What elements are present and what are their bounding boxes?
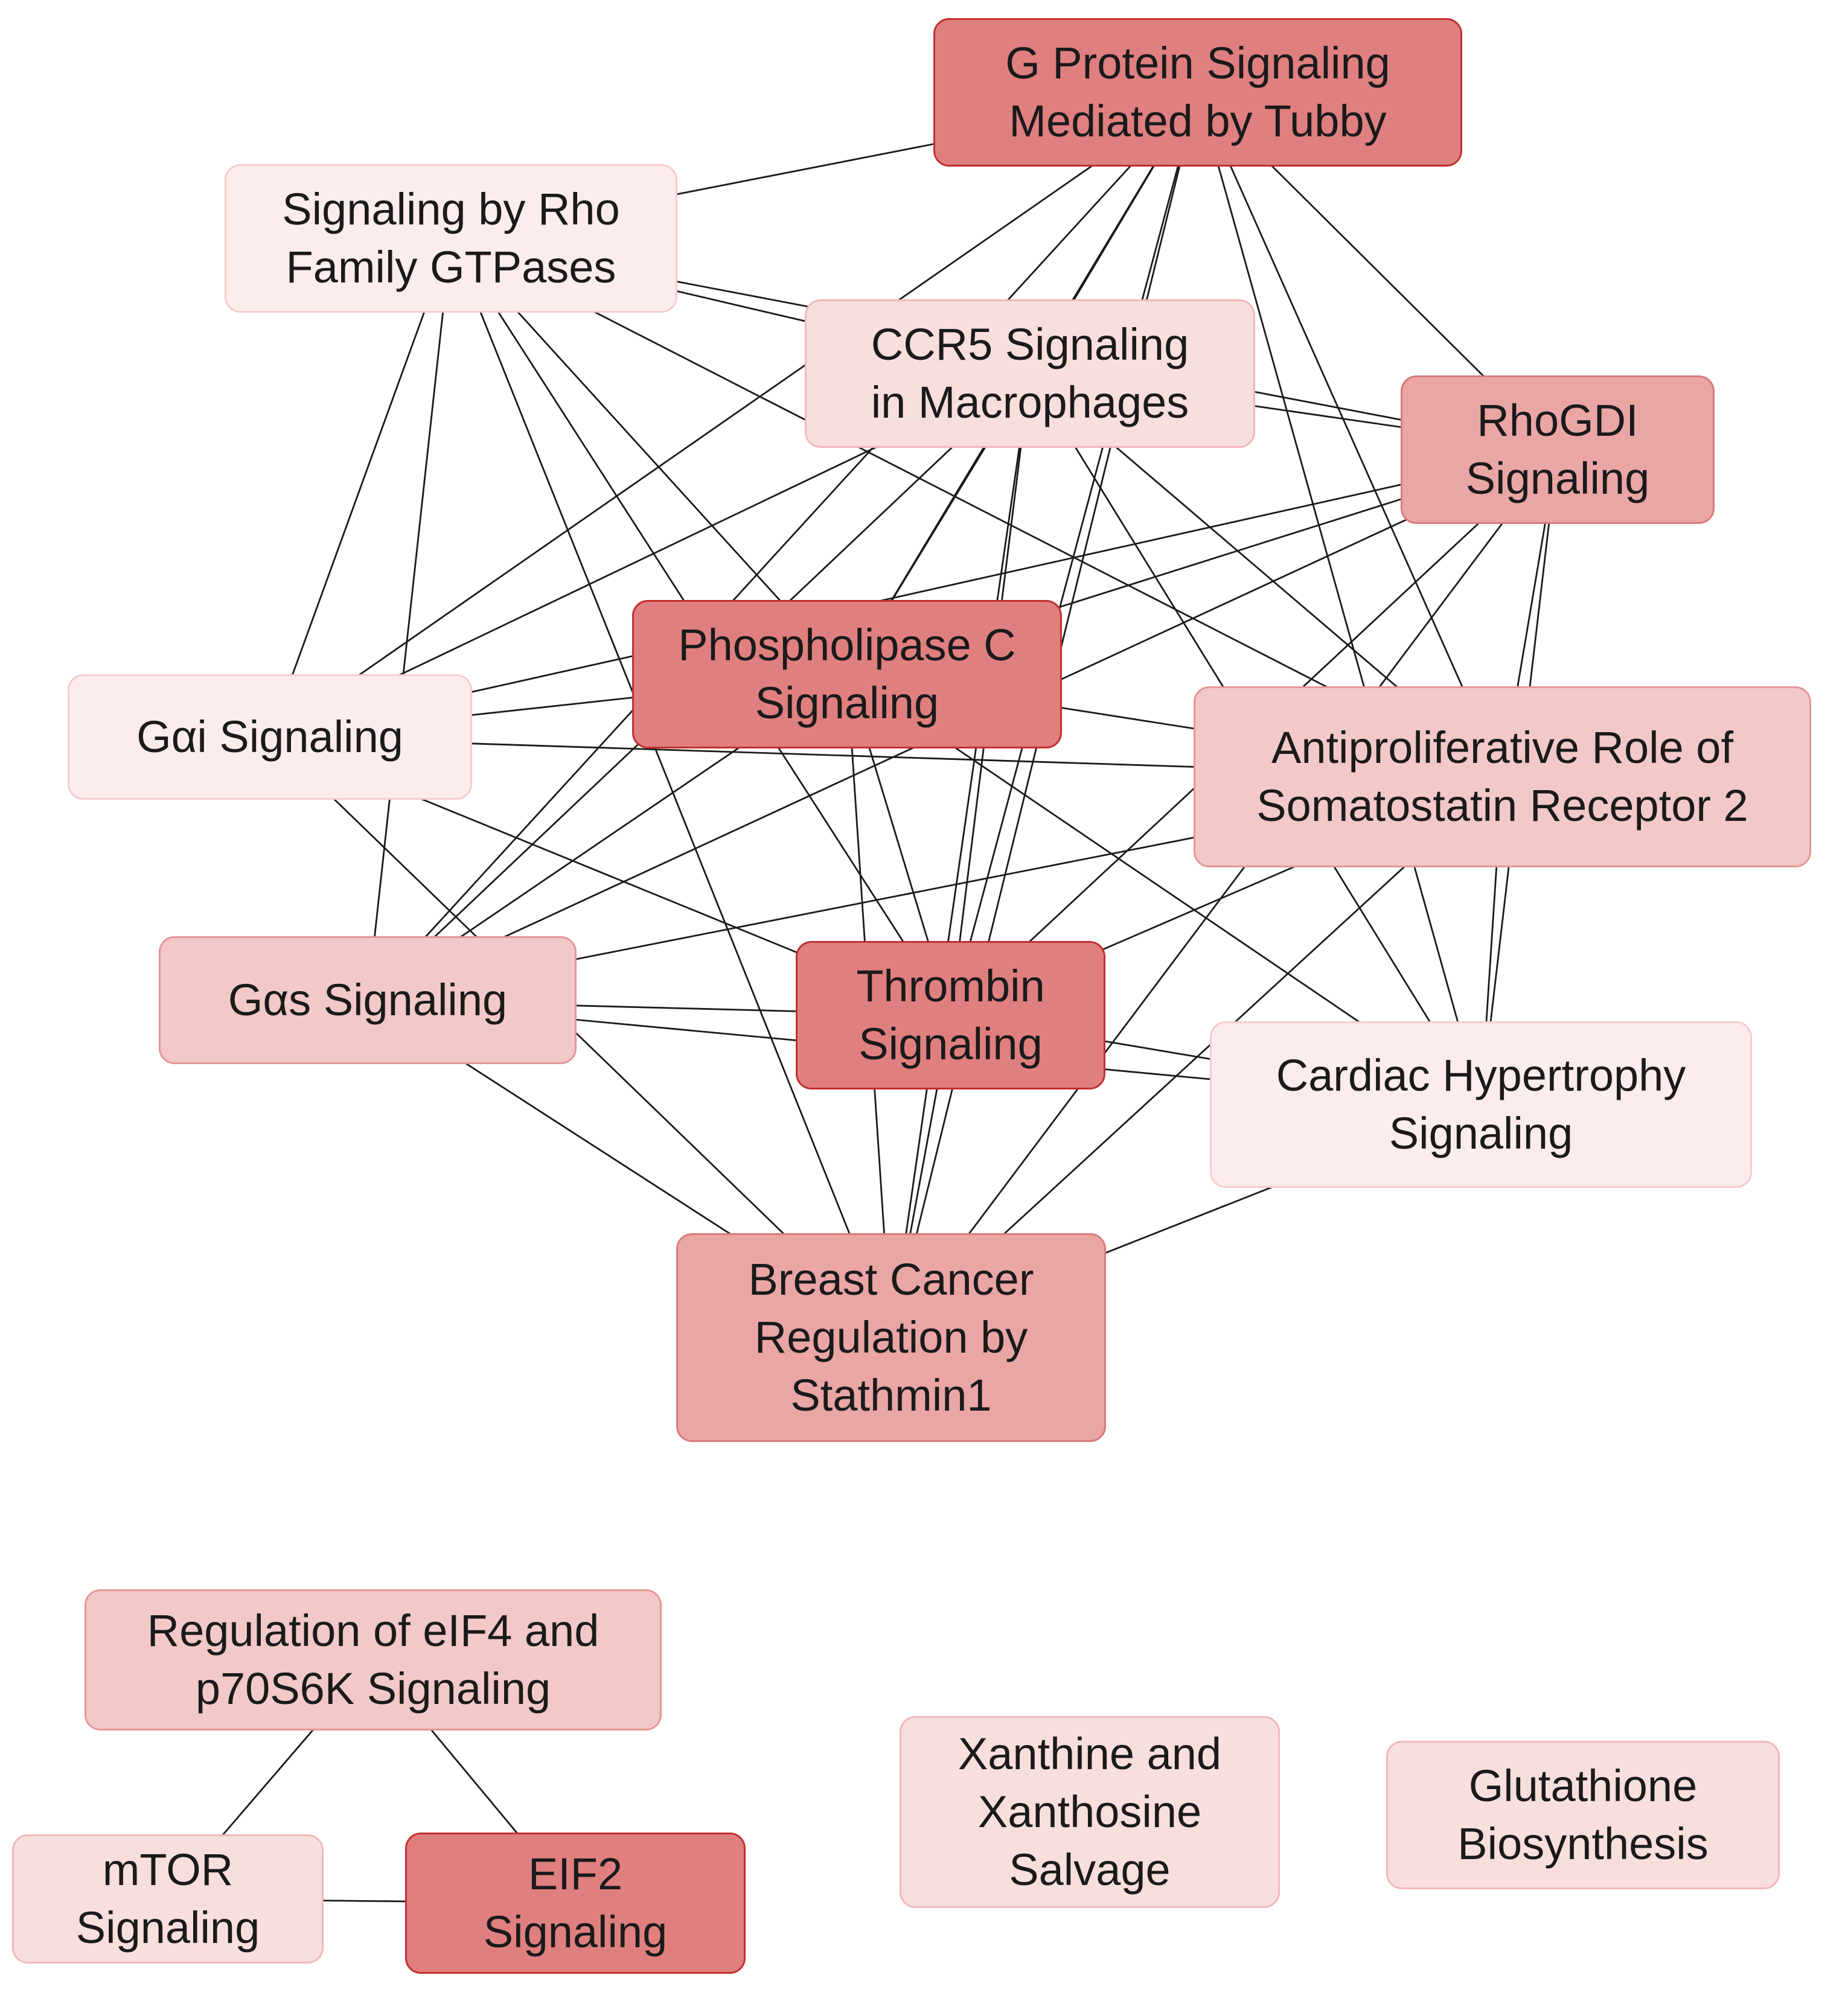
- node-label-ccr5: CCR5 Signaling in Macrophages: [871, 319, 1189, 427]
- node-gai: Gαi Signaling: [68, 674, 472, 800]
- node-label-tubby: G Protein Signaling Mediated by Tubby: [1005, 38, 1390, 146]
- node-label-breast: Breast Cancer Regulation by Stathmin1: [748, 1254, 1034, 1420]
- node-xanthine: Xanthine and Xanthosine Salvage: [900, 1716, 1280, 1908]
- node-label-cardiac: Cardiac Hypertrophy Signaling: [1276, 1050, 1686, 1158]
- node-eif4: Regulation of eIF4 and p70S6K Signaling: [85, 1589, 662, 1731]
- edge-rho-gas: [366, 238, 452, 1001]
- node-label-glutathione: Glutathione Biosynthesis: [1457, 1761, 1709, 1869]
- node-label-mtor: mTOR Signaling: [75, 1845, 260, 1953]
- node-label-thrombin: Thrombin Signaling: [856, 961, 1045, 1069]
- node-label-eif4: Regulation of eIF4 and p70S6K Signaling: [147, 1606, 599, 1714]
- edge-tubby-antiprolif: [1197, 92, 1503, 777]
- edge-tubby-thrombin: [950, 92, 1199, 1016]
- node-label-rho: Signaling by Rho Family GTPases: [282, 184, 620, 292]
- node-tubby: G Protein Signaling Mediated by Tubby: [933, 18, 1462, 167]
- node-thrombin: Thrombin Signaling: [796, 941, 1105, 1090]
- node-cardiac: Cardiac Hypertrophy Signaling: [1210, 1021, 1752, 1188]
- node-label-eif2: EIF2 Signaling: [483, 1849, 668, 1957]
- node-label-gas: Gαs Signaling: [228, 975, 508, 1025]
- edge-ccr5-breast: [890, 373, 1031, 1338]
- node-ccr5: CCR5 Signaling in Macrophages: [805, 299, 1255, 448]
- edge-tubby-gai: [269, 91, 1198, 738]
- node-glutathione: Glutathione Biosynthesis: [1386, 1741, 1780, 1889]
- edge-rhogdi-breast: [890, 449, 1559, 1338]
- node-plc: Phospholipase C Signaling: [632, 600, 1062, 748]
- node-rhogdi: RhoGDI Signaling: [1401, 375, 1715, 524]
- node-breast: Breast Cancer Regulation by Stathmin1: [676, 1233, 1106, 1442]
- edge-rhogdi-gai: [269, 448, 1558, 738]
- node-label-xanthine: Xanthine and Xanthosine Salvage: [958, 1729, 1222, 1895]
- node-eif2: EIF2 Signaling: [405, 1833, 746, 1974]
- edge-tubby-cardiac: [1197, 92, 1482, 1105]
- node-gas: Gαs Signaling: [159, 936, 577, 1064]
- node-label-gai: Gαi Signaling: [136, 712, 403, 762]
- edge-rho-breast: [450, 238, 892, 1338]
- node-label-antiprolif: Antiproliferative Role of Somatostatin R…: [1256, 723, 1748, 831]
- edge-tubby-gas: [366, 92, 1199, 1001]
- node-label-plc: Phospholipase C Signaling: [678, 620, 1016, 728]
- node-label-rhogdi: RhoGDI Signaling: [1465, 395, 1650, 503]
- node-mtor: mTOR Signaling: [12, 1834, 324, 1964]
- node-antiprolif: Antiproliferative Role of Somatostatin R…: [1194, 686, 1811, 867]
- edge-rho-gai: [269, 238, 452, 738]
- node-rho: Signaling by Rho Family GTPases: [225, 164, 677, 313]
